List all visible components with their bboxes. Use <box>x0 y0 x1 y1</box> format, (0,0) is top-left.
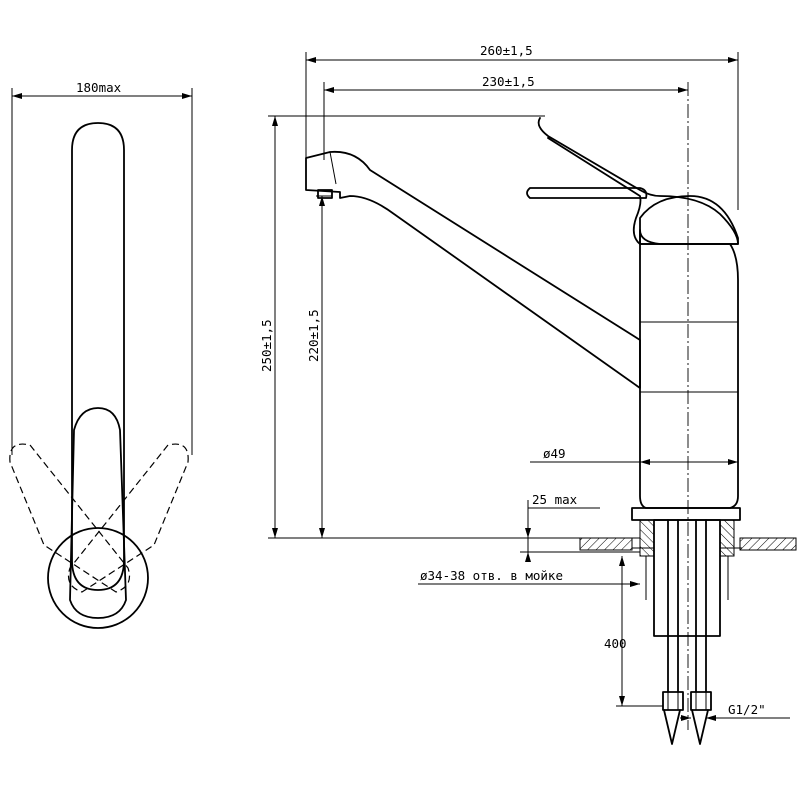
dim-top-width-max: 180max <box>76 80 122 95</box>
handle-cap <box>639 195 739 245</box>
spout-side-outline <box>305 150 641 389</box>
dim-body-diameter: ø49 <box>543 446 566 461</box>
washer-left <box>639 519 655 557</box>
top-view: 180max <box>9 80 193 629</box>
dim-thread: G1/2" <box>728 702 766 717</box>
handle-swing-right <box>67 443 189 593</box>
aerator <box>317 189 333 199</box>
base-circle <box>47 527 149 629</box>
handle-lever <box>537 117 739 245</box>
dim-overall-height: 250±1,5 <box>259 319 274 372</box>
base-flange <box>631 507 741 521</box>
washer-right <box>719 519 735 557</box>
hose-fitting-left <box>662 691 684 711</box>
countertop-left <box>579 537 633 551</box>
side-view: 260±1,5 230±1,5 250±1,5 220±1,5 <box>259 43 797 745</box>
handle-swing-left <box>9 443 131 593</box>
dim-spout-reach: 230±1,5 <box>482 74 535 89</box>
countertop-right <box>739 537 797 551</box>
faucet-body <box>639 229 739 509</box>
hose-fitting-right <box>690 691 712 711</box>
dim-sink-hole: ø34-38 отв. в мойке <box>420 568 563 583</box>
handle-lower-arm <box>526 187 648 199</box>
dim-overall-length: 260±1,5 <box>480 43 533 58</box>
dim-counter-thickness: 25 max <box>532 492 578 507</box>
mounting-shank <box>653 519 721 637</box>
handle-top-center <box>69 407 127 619</box>
dim-hose-length: 400 <box>604 636 627 651</box>
spout-top-outline <box>71 122 125 591</box>
dim-spout-height: 220±1,5 <box>306 309 321 362</box>
